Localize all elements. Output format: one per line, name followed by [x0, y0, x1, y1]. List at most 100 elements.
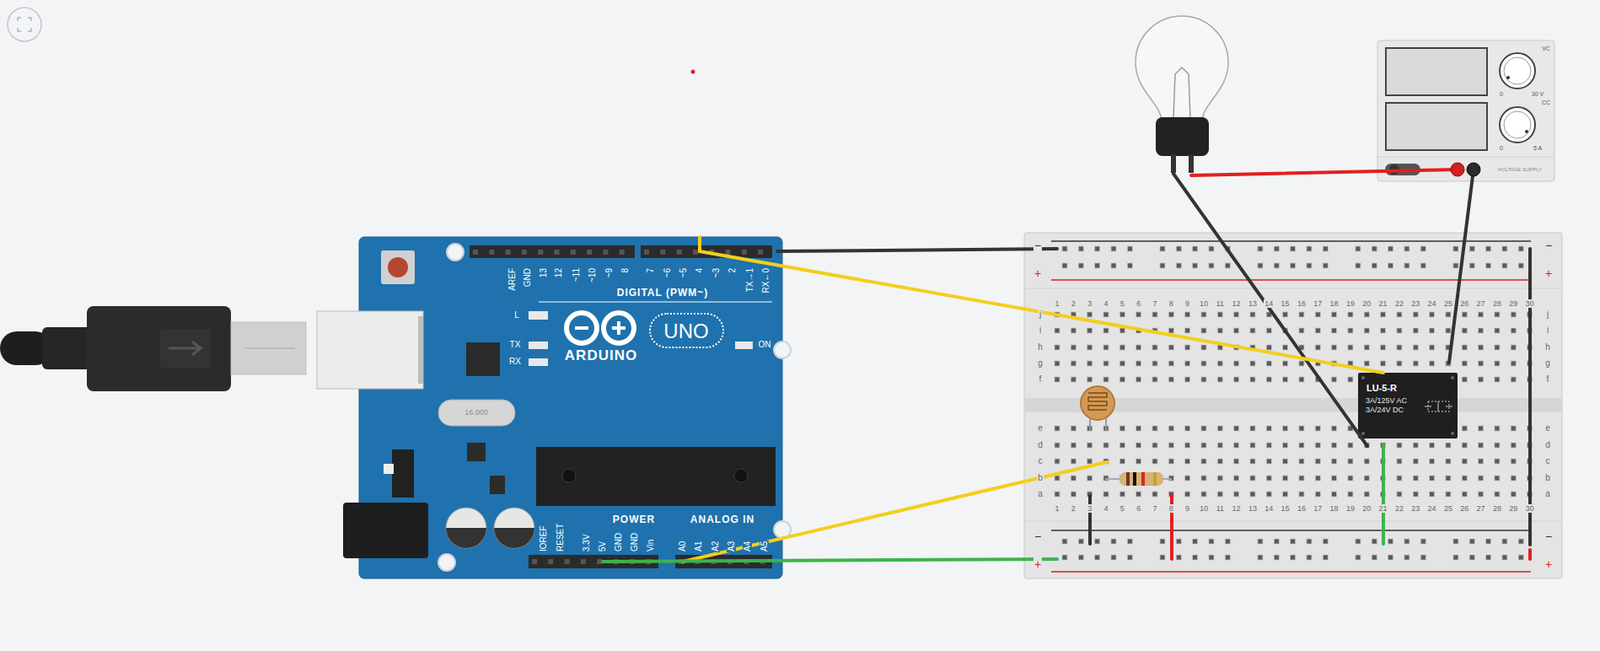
label-holder: 5 A — [1532, 143, 1543, 154]
breadboard-hole — [1283, 376, 1289, 382]
breadboard-hole — [1201, 311, 1207, 317]
label-holder: 4 — [1102, 298, 1109, 309]
breadboard-hole — [1217, 376, 1223, 382]
breadboard-hole — [1518, 246, 1524, 252]
column-number: 12 — [1231, 504, 1242, 513]
breadboard-hole — [1469, 263, 1475, 269]
label-holder: j — [1546, 309, 1550, 320]
breadboard-hole — [1371, 246, 1377, 252]
label-holder: L — [513, 310, 521, 321]
breadboard-hole — [1136, 376, 1142, 382]
label-holder: 2 — [1070, 298, 1077, 309]
breadboard-hole — [1429, 344, 1435, 350]
breadboard-hole — [1087, 376, 1093, 382]
breadboard-hole — [1152, 344, 1158, 350]
breadboard-hole — [1322, 246, 1328, 252]
label-holder: d — [1544, 440, 1552, 451]
breadboard-hole — [1168, 344, 1174, 350]
breadboard-hole — [1315, 425, 1321, 431]
breadboard-hole — [1201, 376, 1207, 382]
breadboard-hole — [1159, 538, 1166, 544]
column-number: 26 — [1459, 504, 1470, 513]
label-holder: 21 — [1378, 298, 1389, 309]
breadboard-hole — [1224, 263, 1230, 269]
breadboard-hole — [1518, 554, 1524, 560]
label-holder: ~10 — [587, 267, 598, 305]
column-number: 28 — [1492, 299, 1503, 308]
header-pin — [564, 558, 570, 564]
breadboard-hole — [1201, 327, 1207, 333]
column-number: 6 — [1135, 504, 1142, 513]
breadboard-hole — [1510, 376, 1516, 382]
label-holder: 29 — [1508, 503, 1519, 514]
header-pin — [757, 249, 763, 255]
breadboard-hole — [1234, 327, 1240, 333]
label-holder: i — [1546, 325, 1550, 336]
breadboard-hole — [1201, 491, 1207, 497]
breadboard-hole — [1322, 263, 1328, 269]
breadboard-hole — [1510, 458, 1516, 464]
breadboard-hole — [1054, 360, 1060, 366]
relay-module: LU-5-R3A/125V AC3A/24V DC — [1358, 372, 1458, 439]
usb-cable — [0, 306, 307, 392]
breadboard-hole — [1095, 538, 1101, 544]
pin-label: AREF — [507, 267, 517, 292]
label-holder: ~9 — [604, 267, 615, 305]
column-number: 29 — [1508, 299, 1519, 308]
breadboard-hole — [1208, 554, 1214, 560]
label-holder: 15 — [1280, 298, 1291, 309]
label-holder: 12 — [553, 267, 564, 305]
breadboard-hole — [1510, 360, 1516, 366]
breadboard-hole — [1185, 425, 1191, 431]
label-holder: b — [1544, 472, 1552, 484]
column-number: 25 — [1443, 504, 1454, 513]
label-holder: 20 — [1361, 298, 1372, 309]
pin-label: RESET — [555, 522, 565, 553]
column-number: 19 — [1345, 299, 1356, 308]
breadboard-hole — [1266, 442, 1272, 448]
column-number: 21 — [1378, 504, 1389, 513]
breadboard-hole — [1283, 475, 1289, 481]
breadboard-hole — [1453, 554, 1459, 560]
header-pin — [580, 558, 586, 564]
label-holder: ~6 — [662, 267, 673, 305]
breadboard-hole — [1201, 458, 1207, 464]
label-holder: 5 — [1119, 298, 1126, 309]
breadboard-hole — [1478, 344, 1484, 350]
breadboard-hole — [1217, 327, 1223, 333]
breadboard-hole — [1380, 311, 1386, 317]
label-holder: ANALOG IN — [689, 514, 756, 525]
label-holder: 6 — [1135, 503, 1142, 514]
column-number: 14 — [1263, 299, 1274, 308]
column-number: 5 — [1119, 504, 1126, 513]
breadboard-hole — [1478, 327, 1484, 333]
breadboard-hole — [1266, 344, 1272, 350]
breadboard-hole — [1070, 475, 1076, 481]
breadboard-hole — [1412, 491, 1418, 497]
breadboard-hole — [1510, 311, 1516, 317]
column-number: 17 — [1312, 504, 1323, 513]
crystal-label: 16.000 — [463, 408, 489, 417]
label-holder: 16.000 — [463, 407, 489, 418]
label-holder: 23 — [1410, 503, 1421, 514]
breadboard-hole — [1347, 442, 1354, 448]
breadboard-hole — [1283, 458, 1289, 464]
header-pin — [472, 249, 478, 255]
breadboard-hole — [1168, 311, 1174, 317]
breadboard-hole — [1168, 442, 1174, 448]
breadboard-hole — [1250, 458, 1256, 464]
label-holder: + — [1544, 558, 1553, 570]
label-holder: 18 — [1329, 298, 1340, 309]
breadboard-hole — [1396, 491, 1402, 497]
breadboard-hole — [1119, 376, 1125, 382]
label-holder: e — [1544, 423, 1552, 434]
label-holder: 7 — [1151, 503, 1158, 514]
label-holder: TX→1 — [745, 267, 756, 305]
supply-label: 0 — [1498, 144, 1504, 151]
column-number: 7 — [1151, 504, 1158, 513]
breadboard-hole — [1355, 263, 1361, 269]
breadboard-hole — [1273, 538, 1279, 544]
label-holder: a — [1544, 488, 1552, 500]
label-holder: 10 — [1198, 503, 1209, 514]
label-holder: − — [1544, 240, 1553, 251]
